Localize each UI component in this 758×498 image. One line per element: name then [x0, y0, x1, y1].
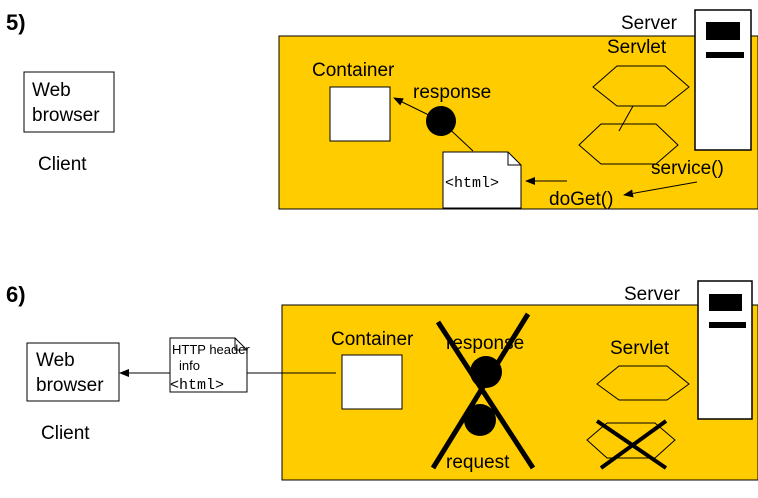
web-browser-box	[23, 71, 115, 133]
step-6-label: 6)	[6, 282, 26, 307]
http-header-label-line2: info	[179, 358, 200, 373]
server-computer-icon	[697, 280, 753, 420]
servlet-instance-hexagon-icon	[578, 123, 679, 165]
server-computer-icon	[694, 9, 752, 151]
servlet-hexagon-icon	[592, 65, 690, 107]
web-browser-label-line2: browser	[36, 375, 104, 396]
client-label: Client	[38, 154, 87, 175]
servlet-label: Servlet	[607, 37, 667, 58]
response-to-page-line	[440, 120, 474, 152]
html-page-icon	[169, 337, 248, 393]
server-label: Server	[621, 13, 678, 34]
web-browser-label-line1: Web	[36, 350, 75, 371]
client-label: Client	[41, 423, 90, 444]
container-label: Container	[312, 60, 395, 81]
html-page-icon	[442, 151, 522, 209]
servlet-hexagon-icon	[596, 365, 690, 401]
request-label: request	[446, 452, 510, 473]
panel-step-5: 5) Web browser Client Server Servlet Con…	[6, 9, 758, 210]
cross-out-icon	[430, 312, 536, 470]
servlet-connector-line	[618, 105, 634, 132]
cross-out-icon	[595, 419, 668, 470]
html-page-label: <html>	[445, 175, 499, 192]
service-method-label: service()	[651, 158, 724, 179]
container-label: Container	[331, 329, 414, 350]
panel-step-6: 6) Web browser Client Server Servlet Con…	[6, 280, 758, 481]
destroyed-servlet-hexagon-icon	[586, 422, 676, 459]
container-box	[341, 354, 403, 410]
web-browser-label-line2: browser	[32, 105, 100, 126]
web-browser-box	[26, 342, 120, 402]
container-box	[329, 86, 391, 142]
service-to-doget-arrow	[623, 181, 698, 198]
http-header-label-line1: HTTP header	[172, 342, 250, 357]
server-label: Server	[624, 284, 681, 305]
doget-method-label: doGet()	[549, 189, 613, 210]
web-browser-label-line1: Web	[32, 80, 71, 101]
servlet-label: Servlet	[610, 338, 670, 359]
response-to-container-arrow	[393, 97, 442, 122]
step-5-label: 5)	[6, 10, 26, 35]
html-page-label: <html>	[170, 377, 224, 394]
request-object-icon	[464, 404, 496, 436]
response-label: response	[413, 82, 491, 103]
